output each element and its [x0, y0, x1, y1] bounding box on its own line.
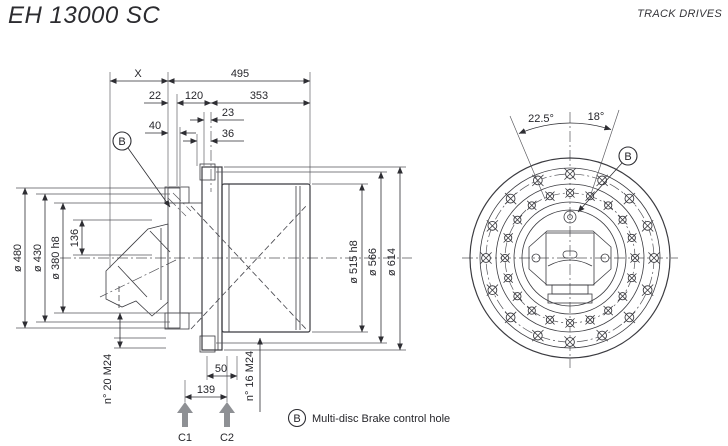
motor-mount-front: [528, 230, 612, 304]
dim-430: ø 430: [32, 244, 44, 272]
center-slot: [562, 250, 578, 259]
dim-120: 120: [185, 90, 203, 102]
dim-136: 136: [69, 229, 81, 247]
c1-label: C1: [178, 432, 192, 444]
c1-arrow: [182, 412, 188, 427]
motor-axis-centerline: [99, 259, 177, 298]
dim-139: 139: [197, 384, 215, 396]
c2-label: C2: [220, 432, 234, 444]
bolt-callout-16-m24: n° 16 M24: [244, 351, 256, 401]
page-title: EH 13000 SC: [8, 2, 161, 29]
dim-614: ø 614: [386, 248, 398, 276]
brand-label: TRACK DRIVES: [637, 8, 722, 20]
brake-balloon-side: B: [112, 131, 171, 208]
sprocket-bolt-top: [199, 163, 216, 181]
dim-22: 22: [149, 90, 161, 102]
gearbox-housing: [164, 163, 223, 353]
dim-23: 23: [222, 107, 234, 119]
dim-353: 353: [250, 90, 268, 102]
c1-arrow-head: [177, 402, 193, 413]
motor-bolt-bottom: [164, 312, 190, 330]
angle-dimensions: 22.5° 18°: [509, 109, 620, 200]
dim-480: ø 480: [12, 244, 24, 272]
hydraulic-motor-outline: [99, 223, 177, 317]
motor-bolt-top: [164, 186, 190, 204]
dim-495: 495: [231, 68, 249, 80]
bolt-callout-20-m24: n° 20 M24: [102, 354, 114, 404]
balloon-b-label: B: [118, 136, 125, 148]
legend-balloon-b: B: [293, 413, 300, 425]
angle-18: 18°: [588, 111, 605, 123]
dim-380: ø 380 h8: [50, 236, 62, 279]
c2-arrow-head: [219, 402, 235, 413]
brake-control-hole: B: [563, 146, 638, 224]
gear-cone-dashed: [190, 205, 307, 330]
drive-drum: [167, 183, 311, 333]
dim-40: 40: [149, 120, 161, 132]
extension-lines: [16, 72, 406, 402]
drum-flange-614: [201, 166, 223, 351]
dim-x: X: [134, 68, 142, 80]
dim-36: 36: [222, 128, 234, 140]
dim-50: 50: [215, 363, 227, 375]
outer-diameter-circle: [469, 157, 671, 359]
dimensions: X 495 22 120 353 23 40 36 ø 480: [12, 68, 403, 412]
sprocket-bolt-bottom: [199, 335, 216, 353]
side-section-view: X 495 22 120 353 23 40 36 ø 480: [12, 68, 412, 444]
dim-515: ø 515 h8: [348, 240, 360, 283]
front-view-bolts: [480, 168, 660, 348]
front-view: B 22.5° 18°: [462, 109, 678, 368]
balloon-b-label: B: [624, 151, 631, 163]
legend: B Multi-disc Brake control hole: [287, 408, 450, 428]
c2-arrow: [224, 412, 230, 427]
dim-566: ø 566: [367, 248, 379, 276]
legend-text: Multi-disc Brake control hole: [312, 413, 450, 425]
angle-22-5: 22.5°: [528, 113, 554, 125]
port-arrows: C1 C2: [177, 402, 235, 444]
